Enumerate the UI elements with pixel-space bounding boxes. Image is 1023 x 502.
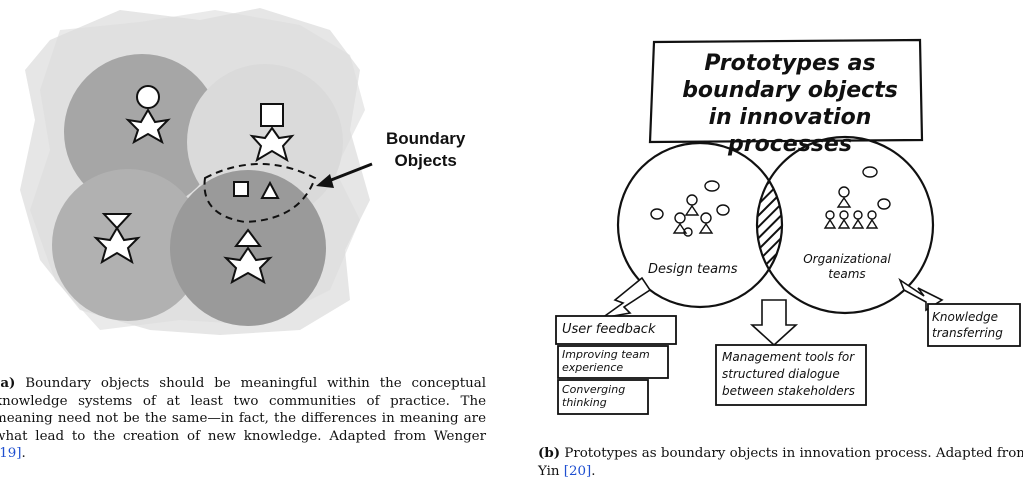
knowledge-text: Knowledge (932, 310, 998, 324)
boundary-region (203, 163, 317, 224)
knowledge-text: transferring (932, 326, 1003, 340)
pointer-arrow (325, 162, 373, 184)
box-user-feedback (555, 315, 677, 345)
caption-b: (b) Prototypes as boundary objects in in… (538, 445, 1023, 480)
title-box (648, 38, 924, 144)
management-text: structured dialogue (722, 367, 840, 381)
caption-tag: (b) (538, 445, 561, 461)
caption-text: Prototypes as boundary objects in innova… (538, 446, 1023, 479)
converging-text: thinking (562, 396, 607, 409)
figure-b: Prototypes as boundary objects in innova… (520, 0, 1023, 502)
diagram-title-line: in innovation processes (708, 105, 872, 157)
box-management (715, 344, 867, 406)
management-text: Management tools for (722, 350, 855, 364)
team-people-icons (823, 166, 891, 229)
arrow-left (601, 276, 652, 319)
diagram-title-line: boundary objects (682, 78, 898, 103)
box-knowledge (927, 303, 1021, 347)
person-icon (93, 213, 141, 265)
org-teams-label: Organizational (803, 252, 891, 266)
person-icon (249, 103, 295, 163)
caption-tag: (a) (0, 375, 16, 391)
design-teams-label: Design teams (648, 262, 738, 277)
org-teams-label: teams (828, 267, 866, 281)
boundary-objects-diagram (20, 8, 373, 335)
caption-end: . (591, 463, 596, 479)
triangle-object (260, 180, 280, 199)
converging-text: Converging (562, 383, 626, 396)
user-feedback-text: User feedback (562, 322, 656, 337)
figure-a: Boundary Objects (a) Boundary objects sh… (0, 0, 500, 502)
team-people-icons (650, 180, 730, 237)
person-icon (125, 85, 171, 145)
box-converging (557, 379, 649, 415)
square-object (233, 181, 249, 197)
citation-link[interactable]: [19] (0, 446, 22, 462)
boundary-label: Boundary (386, 129, 466, 148)
caption-end: . (21, 446, 26, 462)
person-icon (223, 228, 273, 285)
arrow-down (749, 299, 799, 347)
caption-text: Boundary objects should be meaningful wi… (0, 376, 486, 444)
diagram-title-line: Prototypes as (704, 51, 876, 76)
caption-a: (a) Boundary objects should be meaningfu… (0, 375, 486, 463)
team-experience-text: Improving team (562, 348, 650, 361)
arrowhead (316, 174, 334, 188)
citation-link[interactable]: [20] (563, 463, 592, 479)
box-team-experience (557, 345, 669, 379)
team-experience-text: experience (562, 361, 624, 374)
prototypes-diagram (555, 38, 1021, 415)
boundary-label: Objects (394, 151, 457, 170)
management-text: between stakeholders (722, 384, 855, 398)
